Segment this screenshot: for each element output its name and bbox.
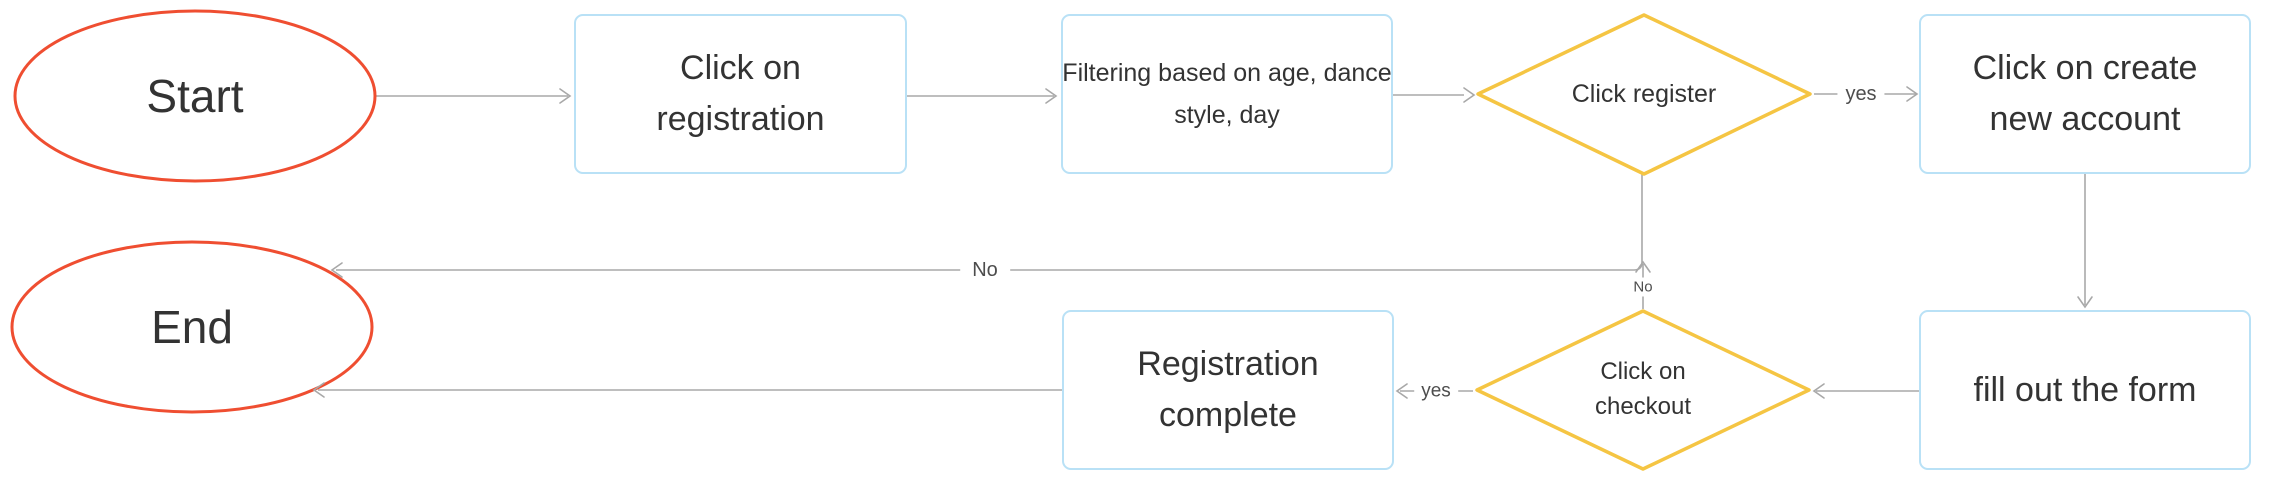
end-node-label[interactable]: End <box>151 301 233 353</box>
create-account-node-label[interactable]: Click on create new account <box>1972 49 2198 138</box>
click-checkout-decision-shape[interactable] <box>1475 309 1811 471</box>
edge-click-register-no-to-end[interactable] <box>336 174 1643 271</box>
arrowhead-into-create-account <box>1906 86 1919 102</box>
click-registration-node-label[interactable]: Click on registration <box>656 49 825 138</box>
arrowhead-into-filtering <box>1045 88 1058 104</box>
fill-form-node-shape[interactable] <box>1919 310 2251 470</box>
arrowhead-into-registration-complete <box>1395 383 1408 399</box>
create-account-node-shape[interactable] <box>1919 14 2251 174</box>
edge-label-register-yes[interactable]: yes <box>1837 82 1885 106</box>
click-checkout-decision-label[interactable]: Click on checkout <box>1594 358 1692 420</box>
arrowhead-into-end-upper <box>330 262 343 278</box>
edge-label-checkout-yes[interactable]: yes <box>1414 379 1458 403</box>
fill-form-node-label[interactable]: fill out the form <box>1973 370 2197 409</box>
start-node-label[interactable]: Start <box>146 70 244 122</box>
arrowhead-into-click-checkout <box>1812 383 1825 399</box>
arrowhead-into-click-registration <box>559 88 572 104</box>
arrowhead-into-fill-form <box>2077 296 2093 309</box>
registration-complete-node-label[interactable]: Registration complete <box>1137 345 1319 434</box>
click-registration-node-shape[interactable] <box>574 14 907 174</box>
filtering-node-label[interactable]: Filtering based on age, dance style, day <box>1062 58 1392 130</box>
click-register-decision-label[interactable]: Click register <box>1571 79 1717 108</box>
end-node-shape[interactable] <box>10 240 374 414</box>
click-register-decision-shape[interactable] <box>1476 13 1812 176</box>
filtering-node-shape[interactable] <box>1061 14 1393 174</box>
arrowhead-into-end-lower <box>312 382 325 398</box>
edge-label-register-no[interactable]: No <box>960 258 1010 282</box>
arrowhead-checkout-no-up <box>1635 260 1651 273</box>
registration-complete-node-shape[interactable] <box>1062 310 1394 470</box>
start-node-shape[interactable] <box>13 9 377 183</box>
arrowhead-into-click-register <box>1463 87 1476 103</box>
edge-label-checkout-no[interactable]: No <box>1628 277 1658 297</box>
